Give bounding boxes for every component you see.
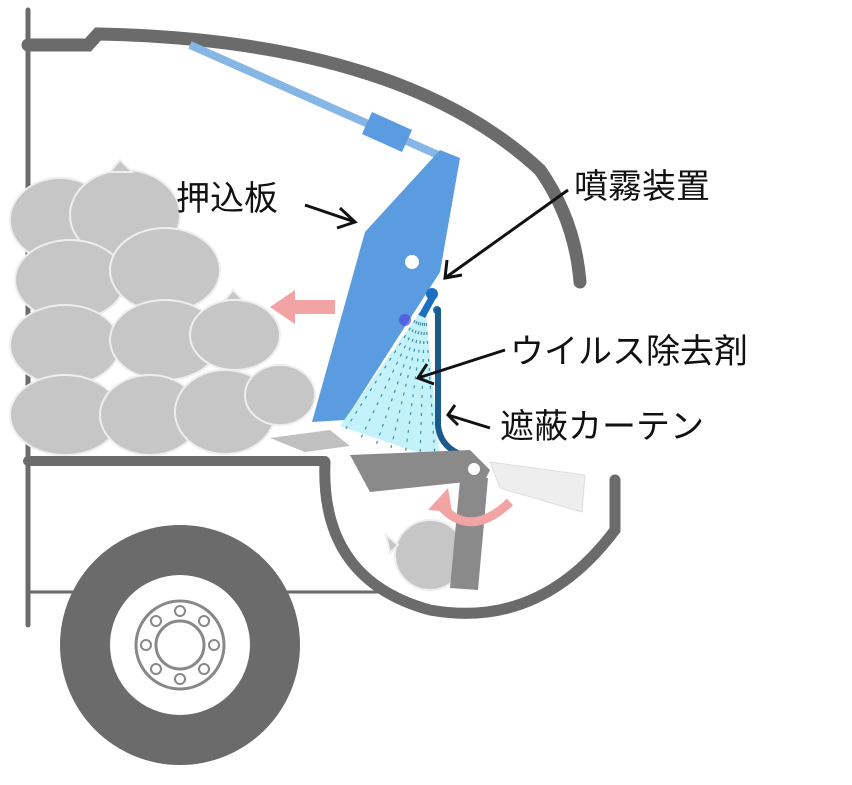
wheel	[60, 525, 300, 765]
label-pusher-plate: 押込板	[176, 179, 278, 219]
pivot-hole	[405, 255, 419, 269]
garbage-bags	[9, 158, 466, 591]
shield-curtain	[435, 307, 468, 459]
push-direction-arrow	[270, 290, 335, 324]
label-virus-remover: ウイルス除去剤	[510, 332, 748, 372]
callout-arrows	[304, 188, 569, 430]
label-shield-curtain: 遮蔽カーテン	[500, 407, 704, 447]
hydraulic-rod	[188, 41, 447, 162]
truck-body	[21, 7, 621, 628]
rotating-plate	[270, 430, 586, 590]
pusher-plate	[312, 150, 460, 422]
spray-mist	[340, 304, 440, 460]
rotation-arrowhead	[428, 488, 452, 512]
label-spray-device: 噴霧装置	[574, 167, 710, 207]
